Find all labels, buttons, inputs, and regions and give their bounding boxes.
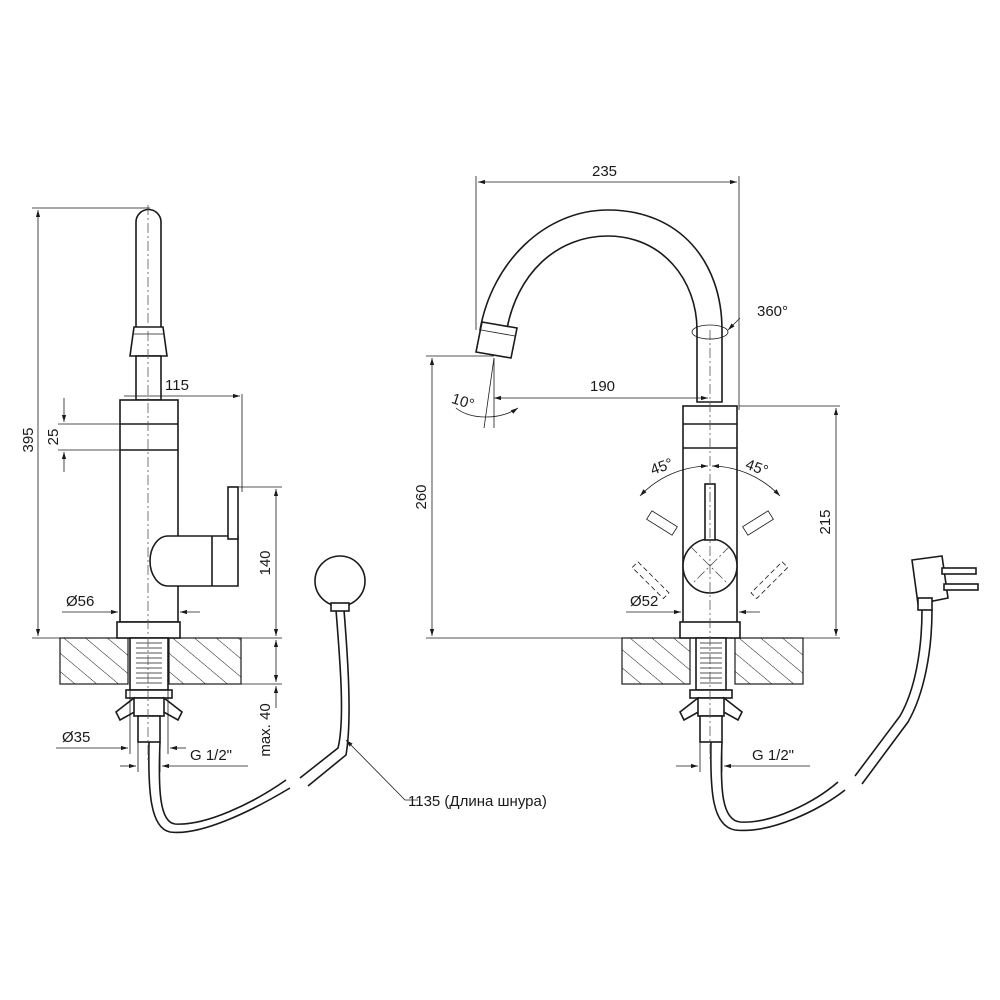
front-cord-upper-edge bbox=[861, 609, 933, 785]
spout-tube bbox=[135, 208, 162, 331]
dim-shank-diameter: Ø35 bbox=[62, 729, 90, 746]
dim-body-diameter-front: Ø52 bbox=[630, 593, 658, 610]
swivel-angle-label: 360° bbox=[757, 303, 788, 320]
side-view: 395 115 25 140 Ø56 Ø35 G 1/2" bbox=[20, 205, 547, 834]
power-cord-lower bbox=[148, 741, 291, 834]
countertop-left-section bbox=[59, 637, 129, 685]
dim-ring-height: 25 bbox=[45, 429, 62, 446]
lever-ghost-right bbox=[750, 561, 789, 600]
front-shank-end bbox=[699, 715, 723, 743]
plug-pin-lower bbox=[943, 583, 979, 591]
front-nozzle bbox=[475, 321, 518, 359]
front-view: 45° 45° 235 1 bbox=[413, 163, 979, 832]
countertop-left-section-front bbox=[621, 637, 691, 685]
front-cord-upper bbox=[854, 609, 923, 777]
front-plug-collar bbox=[917, 597, 933, 611]
front-cord-lower bbox=[710, 741, 846, 832]
dim-height-total: 395 bbox=[20, 427, 37, 452]
tilt-angle-label: 10° bbox=[449, 390, 476, 413]
power-cord-lower-edge bbox=[158, 741, 287, 825]
power-cord-upper bbox=[299, 609, 343, 779]
dim-reach-side: 115 bbox=[165, 377, 189, 394]
threaded-shank bbox=[129, 637, 169, 691]
wing-nut bbox=[133, 697, 165, 717]
cord-length-label: 1135 (Длина шнура) bbox=[408, 793, 547, 810]
shank-end bbox=[137, 715, 161, 743]
dim-thread-side: G 1/2" bbox=[190, 747, 232, 764]
plug-round bbox=[314, 555, 366, 607]
base-ring bbox=[116, 621, 181, 639]
lever bbox=[227, 486, 239, 540]
plug-collar bbox=[330, 602, 350, 612]
spout-neck bbox=[135, 355, 162, 401]
power-cord-upper-edge bbox=[307, 609, 350, 787]
washer bbox=[125, 689, 173, 699]
dim-thread-front: G 1/2" bbox=[752, 747, 794, 764]
handle-cylinder bbox=[149, 535, 239, 587]
front-plug-body bbox=[911, 555, 949, 605]
dim-body-diameter-side: Ø56 bbox=[66, 593, 94, 610]
dim-width-total: 235 bbox=[592, 163, 617, 180]
front-cord-lower-edge bbox=[720, 741, 839, 823]
dim-max-thickness: max. 40 bbox=[257, 703, 274, 756]
spout-nozzle bbox=[129, 326, 168, 357]
lever-ghost-left bbox=[631, 561, 670, 600]
countertop-right-section bbox=[168, 637, 242, 685]
front-washer bbox=[689, 689, 733, 699]
dim-spout-height: 260 bbox=[413, 484, 430, 509]
dim-reach-front: 190 bbox=[590, 378, 615, 395]
dim-handle-height: 140 bbox=[257, 550, 274, 575]
gooseneck-spout bbox=[479, 209, 723, 403]
lever-angle-left: 45° bbox=[648, 455, 675, 479]
plug-pin-upper bbox=[941, 567, 977, 575]
front-threaded-shank bbox=[695, 637, 727, 691]
faucet-body bbox=[119, 399, 179, 623]
dim-body-height: 215 bbox=[817, 509, 834, 534]
countertop-right-section-front bbox=[734, 637, 804, 685]
front-wing-nut bbox=[697, 697, 725, 717]
lever-angle-right: 45° bbox=[743, 456, 770, 480]
